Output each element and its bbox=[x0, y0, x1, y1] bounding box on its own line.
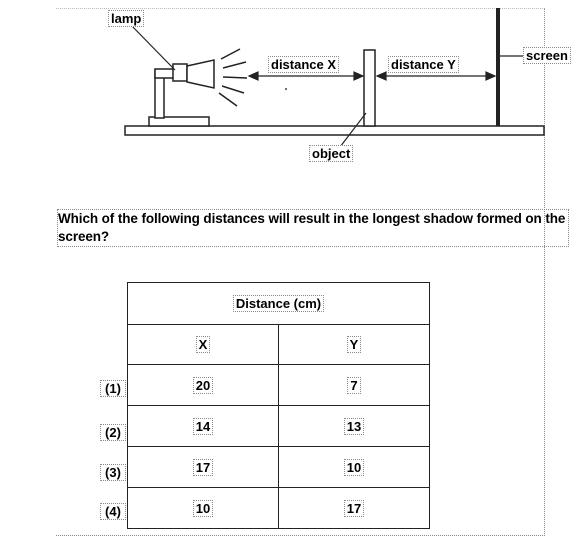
table-row: 17 10 bbox=[127, 446, 430, 488]
cell-x-4: 10 bbox=[127, 487, 279, 529]
column-header-y: Y bbox=[278, 324, 430, 365]
cell-x-2: 14 bbox=[127, 405, 279, 447]
lamp-neck bbox=[172, 63, 188, 82]
cell-y-2: 13 bbox=[278, 405, 430, 447]
option-label-4: (4) bbox=[100, 503, 126, 520]
screen-bar bbox=[496, 8, 500, 126]
table-row: 10 17 bbox=[127, 487, 430, 529]
column-header-x: X bbox=[127, 324, 279, 365]
distance-x-arrow bbox=[247, 71, 365, 81]
lamp-pointer bbox=[127, 21, 176, 71]
table-header: Distance (cm) bbox=[232, 295, 325, 312]
distance-table: Distance (cm) X Y 20 7 14 13 17 10 10 17 bbox=[127, 282, 430, 529]
cell-y-3: 10 bbox=[278, 446, 430, 488]
cell-y-1: 7 bbox=[278, 364, 430, 406]
label-object: object bbox=[309, 145, 354, 162]
cell-y-4: 17 bbox=[278, 487, 430, 529]
cell-x-3: 17 bbox=[127, 446, 279, 488]
label-lamp: lamp bbox=[108, 10, 145, 27]
diagram-frame bbox=[56, 8, 545, 536]
option-label-1: (1) bbox=[100, 380, 126, 397]
object-block bbox=[363, 49, 376, 127]
label-screen: screen bbox=[523, 47, 571, 64]
label-distance-x: distance X bbox=[268, 56, 340, 73]
table-row: 20 7 bbox=[127, 364, 430, 406]
option-label-2: (2) bbox=[100, 424, 126, 441]
object-pointer bbox=[339, 112, 367, 148]
bench bbox=[124, 125, 545, 136]
lamp-shade bbox=[186, 59, 215, 89]
question-text: Which of the following distances will re… bbox=[57, 209, 569, 247]
option-label-3: (3) bbox=[100, 464, 126, 481]
lamp-base bbox=[148, 116, 210, 127]
light-rays bbox=[218, 48, 248, 107]
table-header-cell: Distance (cm) bbox=[127, 282, 430, 325]
distance-y-arrow bbox=[375, 71, 497, 81]
shadow-setup-diagram bbox=[124, 8, 545, 148]
table-row: 14 13 bbox=[127, 405, 430, 447]
label-distance-y: distance Y bbox=[388, 56, 459, 73]
cell-x-1: 20 bbox=[127, 364, 279, 406]
